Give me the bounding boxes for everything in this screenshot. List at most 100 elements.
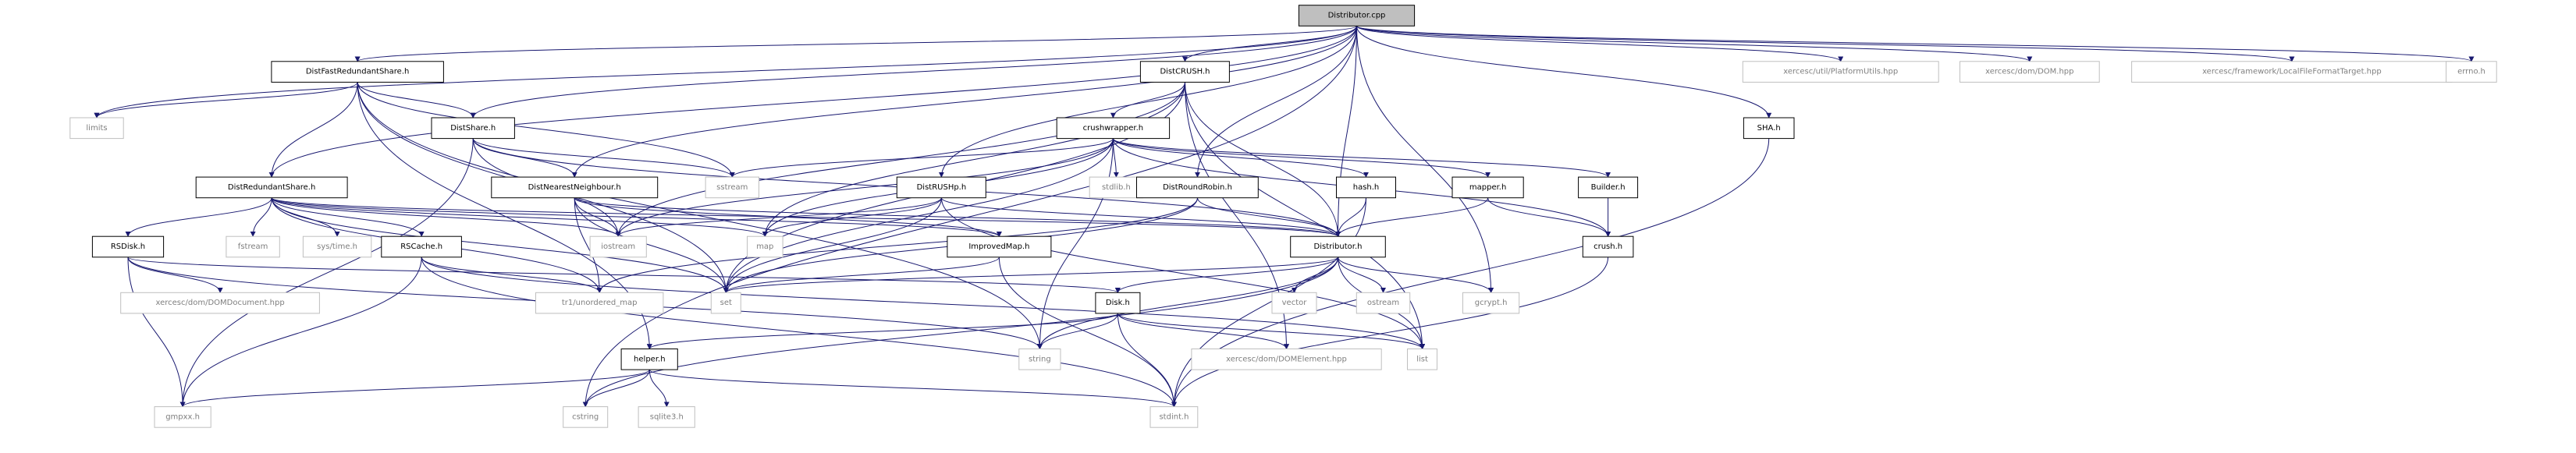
node-label-Distributor_h: Distributor.h <box>1314 242 1363 251</box>
node-Builder_h[interactable]: Builder.h <box>1578 176 1639 199</box>
node-label-gcrypt_h: gcrypt.h <box>1475 299 1508 307</box>
edge-crushwrapper_h-to-Builder_h <box>1112 138 1611 178</box>
node-DistRoundRobin_h[interactable]: DistRoundRobin.h <box>1136 176 1259 199</box>
edge-DistRUSHp_h-to-Distributor_h <box>940 197 1341 237</box>
node-RSCache_h[interactable]: RSCache.h <box>381 235 462 258</box>
node-label-DistRUSHp_h: DistRUSHp.h <box>917 183 967 192</box>
node-label-xercesc_LocalFileFormatTarget: xercesc/framework/LocalFileFormatTarget.… <box>2202 68 2382 76</box>
node-fstream: fstream <box>226 235 280 258</box>
node-DistShare_h[interactable]: DistShare.h <box>431 117 515 140</box>
node-label-mapper_h: mapper.h <box>1469 183 1506 192</box>
node-box-vector <box>1271 292 1317 314</box>
node-Distributor_h[interactable]: Distributor.h <box>1290 235 1386 258</box>
node-label-limits: limits <box>86 124 107 133</box>
node-map: map <box>747 235 783 258</box>
edge-RSDisk_h-to-xercesc_DOMDocument <box>127 257 223 293</box>
node-box-Builder_h <box>1578 176 1639 199</box>
edge-distributor_cpp-to-DistNearestNeighbour_h <box>571 26 1357 178</box>
node-label-sstream: sstream <box>716 183 748 192</box>
node-ostream: ostream <box>1356 292 1411 314</box>
node-DistCRUSH_h[interactable]: DistCRUSH.h <box>1139 61 1230 83</box>
node-set: set <box>710 292 741 314</box>
node-box-list <box>1407 349 1437 370</box>
node-gmpxx_h: gmpxx.h <box>154 406 211 428</box>
node-distributor_cpp[interactable]: Distributor.cpp <box>1298 5 1416 27</box>
edge-distributor_cpp-to-cstring <box>582 26 1357 408</box>
node-crush_h[interactable]: crush.h <box>1582 235 1634 258</box>
node-errno_h: errno.h <box>2446 61 2497 83</box>
node-label-string: string <box>1029 355 1051 363</box>
edge-DistRedundantShare_h-to-ImprovedMap_h <box>271 197 1002 237</box>
edge-Distributor_h-to-cstring <box>582 257 1338 408</box>
node-label-fstream: fstream <box>238 242 268 251</box>
edge-crushwrapper_h-to-hash_h <box>1112 138 1369 178</box>
edge-DistNearestNeighbour_h-to-iostream <box>574 197 621 237</box>
node-label-stdlib_h: stdlib.h <box>1102 183 1131 192</box>
node-Disk_h[interactable]: Disk.h <box>1095 292 1141 314</box>
node-label-Builder_h: Builder.h <box>1591 183 1626 192</box>
node-box-DistFastRedundantShare_h <box>271 61 444 83</box>
node-box-RSCache_h <box>381 235 462 258</box>
node-helper_h[interactable]: helper.h <box>620 349 678 370</box>
node-DistFastRedundantShare_h[interactable]: DistFastRedundantShare.h <box>271 61 444 83</box>
node-label-DistNearestNeighbour_h: DistNearestNeighbour.h <box>528 183 621 192</box>
node-SHA_h[interactable]: SHA.h <box>1743 117 1795 140</box>
node-box-xercesc_DOMDocument <box>120 292 320 314</box>
node-label-SHA_h: SHA.h <box>1757 124 1781 133</box>
node-box-xercesc_DOM <box>1960 61 2100 83</box>
node-label-vector: vector <box>1282 299 1308 307</box>
node-DistRedundantShare_h[interactable]: DistRedundantShare.h <box>195 176 348 199</box>
edge-Distributor_h-to-ostream <box>1338 257 1386 293</box>
node-label-map: map <box>756 242 773 251</box>
node-label-iostream: iostream <box>601 242 635 251</box>
edge-DistRedundantShare_h-to-set <box>271 197 729 293</box>
node-stdlib_h: stdlib.h <box>1089 176 1144 199</box>
edge-DistRedundantShare_h-to-RSCache_h <box>271 197 425 237</box>
edge-DistShare_h-to-gmpxx_h <box>179 138 474 408</box>
node-crushwrapper_h[interactable]: crushwrapper.h <box>1056 117 1171 140</box>
node-cstring: cstring <box>563 406 609 428</box>
node-box-xercesc_DOMElement <box>1191 349 1382 370</box>
node-box-string <box>1018 349 1061 370</box>
node-mapper_h[interactable]: mapper.h <box>1451 176 1524 199</box>
node-DistRUSHp_h[interactable]: DistRUSHp.h <box>896 176 986 199</box>
edge-DistFastRedundantShare_h-to-DistShare_h <box>357 82 476 119</box>
node-label-DistShare_h: DistShare.h <box>450 124 496 133</box>
edge-DistRUSHp_h-to-set <box>723 197 942 293</box>
node-label-ImprovedMap_h: ImprovedMap.h <box>968 242 1029 251</box>
node-label-DistRedundantShare_h: DistRedundantShare.h <box>228 183 315 192</box>
edge-DistFastRedundantShare_h-to-string <box>357 82 1043 350</box>
node-label-crush_h: crush.h <box>1594 242 1622 251</box>
edge-DistRoundRobin_h-to-Distributor_h <box>1197 197 1341 237</box>
edge-Disk_h-to-list <box>1117 313 1425 350</box>
node-RSDisk_h[interactable]: RSDisk.h <box>91 235 165 258</box>
node-xercesc_DOM: xercesc/dom/DOM.hpp <box>1960 61 2100 83</box>
node-ImprovedMap_h[interactable]: ImprovedMap.h <box>947 235 1052 258</box>
edge-helper_h-to-cstring <box>582 370 650 408</box>
edge-crushwrapper_h-to-iostream <box>615 138 1114 237</box>
node-box-Disk_h <box>1095 292 1141 314</box>
node-sqlite3_h: sqlite3.h <box>638 406 695 428</box>
node-label-RSDisk_h: RSDisk.h <box>111 242 145 251</box>
node-box-helper_h <box>620 349 678 370</box>
node-DistNearestNeighbour_h[interactable]: DistNearestNeighbour.h <box>491 176 659 199</box>
node-label-xercesc_DOMDocument: xercesc/dom/DOMDocument.hpp <box>156 299 285 307</box>
node-box-sys_time_h <box>302 235 372 258</box>
edge-RSDisk_h-to-gmpxx_h <box>127 257 186 408</box>
edge-DistFastRedundantShare_h-to-DistRedundantShare_h <box>268 82 358 178</box>
edge-DistRedundantShare_h-to-fstream <box>250 197 272 237</box>
node-box-xercesc_LocalFileFormatTarget <box>2131 61 2453 83</box>
node-label-hash_h: hash.h <box>1353 183 1380 192</box>
edge-Distributor_h-to-set <box>723 257 1338 293</box>
edge-Disk_h-to-xercesc_DOMElement <box>1117 313 1289 350</box>
edge-DistFastRedundantShare_h-to-sstream <box>357 82 735 178</box>
node-hash_h[interactable]: hash.h <box>1336 176 1396 199</box>
node-label-tr1_unordered_map: tr1/unordered_map <box>562 299 638 307</box>
edge-Distributor_h-to-Disk_h <box>1114 257 1338 293</box>
edge-Distributor_h-to-string <box>1036 257 1338 350</box>
edge-Distributor_h-to-gcrypt_h <box>1338 257 1494 293</box>
edge-RSCache_h-to-stdint_h <box>421 257 1177 408</box>
node-box-set <box>710 292 741 314</box>
